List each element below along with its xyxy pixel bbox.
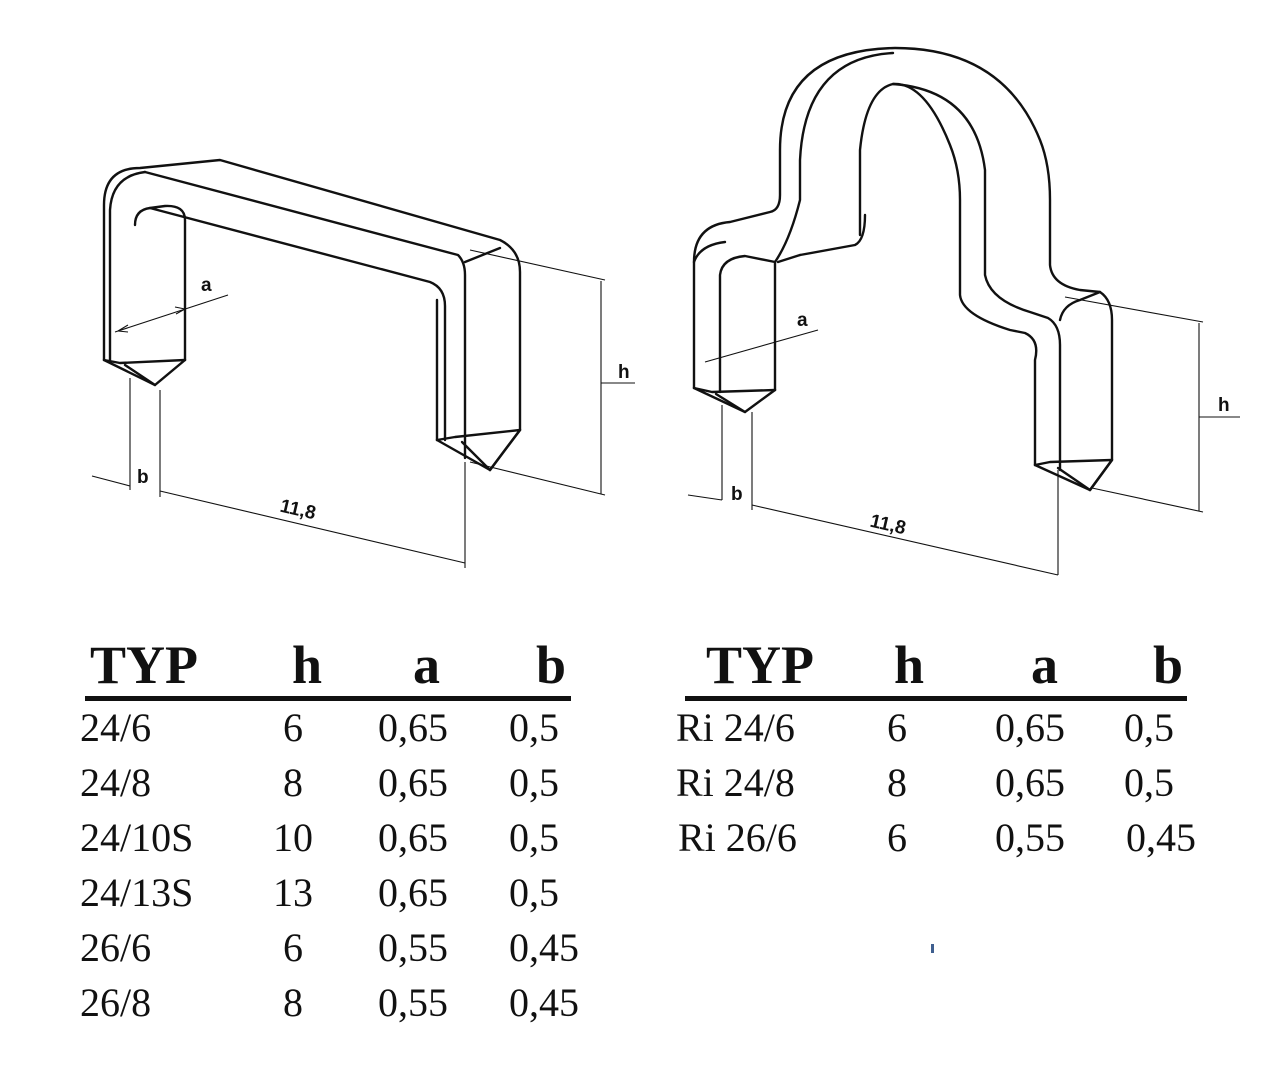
stray-mark	[931, 944, 934, 953]
cell-typ: 24/6	[80, 705, 152, 750]
col-header-typ: TYP	[90, 635, 198, 695]
cell-b: 0,45	[509, 925, 579, 970]
col-header-h: h	[292, 635, 323, 695]
cell-b: 0,5	[1124, 760, 1174, 805]
cell-a: 0,65	[995, 705, 1065, 750]
cell-b: 0,45	[509, 980, 579, 1025]
cell-b: 0,5	[509, 705, 559, 750]
cell-h: 10	[273, 815, 313, 860]
staple-spec-table-left: TYP h a b 24/6 6 0,65 0,5 24/8 8 0,65 0,…	[80, 636, 600, 1036]
right-dim-a-label: a	[797, 310, 808, 331]
cell-h: 8	[283, 980, 303, 1025]
cell-typ: 24/13S	[80, 870, 194, 915]
col-header-b: b	[536, 635, 567, 695]
cell-typ: Ri 26/6	[678, 815, 797, 860]
right-dim-width-label: 11,8	[868, 511, 908, 540]
right-dim-b-label: b	[731, 484, 743, 505]
cell-typ: Ri 24/6	[676, 705, 795, 750]
col-header-b: b	[1153, 635, 1184, 695]
left-staple-dimensions	[91, 249, 635, 568]
staple-drawing: a h b 11,8	[91, 46, 1240, 576]
cell-h: 6	[283, 925, 303, 970]
col-header-a: a	[1031, 635, 1058, 695]
cell-h: 6	[887, 705, 907, 750]
left-dim-a-label: a	[201, 275, 212, 296]
right-staple-dimensions	[687, 296, 1240, 576]
cell-b: 0,5	[1124, 705, 1174, 750]
cell-h: 8	[283, 760, 303, 805]
cell-typ: 26/8	[80, 980, 152, 1025]
cell-b: 0,5	[509, 760, 559, 805]
cell-h: 6	[283, 705, 303, 750]
staple-spec-table-right: TYP h a b Ri 24/6 6 0,65 0,5 Ri 24/8 8 0…	[676, 636, 1236, 866]
cell-typ: 24/8	[80, 760, 152, 805]
col-header-a: a	[413, 635, 440, 695]
cell-a: 0,65	[378, 815, 448, 860]
cell-a: 0,55	[378, 980, 448, 1025]
cell-b: 0,45	[1126, 815, 1196, 860]
cell-a: 0,65	[378, 870, 448, 915]
cell-a: 0,65	[378, 760, 448, 805]
left-dim-b-label: b	[137, 467, 149, 488]
cell-a: 0,55	[378, 925, 448, 970]
cell-a: 0,65	[995, 760, 1065, 805]
col-header-typ: TYP	[706, 635, 814, 695]
cell-b: 0,5	[509, 870, 559, 915]
cell-typ: 26/6	[80, 925, 152, 970]
cell-b: 0,5	[509, 815, 559, 860]
cell-h: 8	[887, 760, 907, 805]
header-rule	[685, 696, 1187, 701]
header-rule	[85, 696, 571, 701]
right-dim-h-label: h	[1218, 395, 1230, 416]
cell-typ: Ri 24/8	[676, 760, 795, 805]
right-staple	[692, 46, 1114, 492]
cell-h: 13	[273, 870, 313, 915]
cell-typ: 24/10S	[80, 815, 194, 860]
left-dim-h-label: h	[618, 362, 630, 383]
col-header-h: h	[894, 635, 925, 695]
cell-a: 0,55	[995, 815, 1065, 860]
cell-h: 6	[887, 815, 907, 860]
cell-a: 0,65	[378, 705, 448, 750]
